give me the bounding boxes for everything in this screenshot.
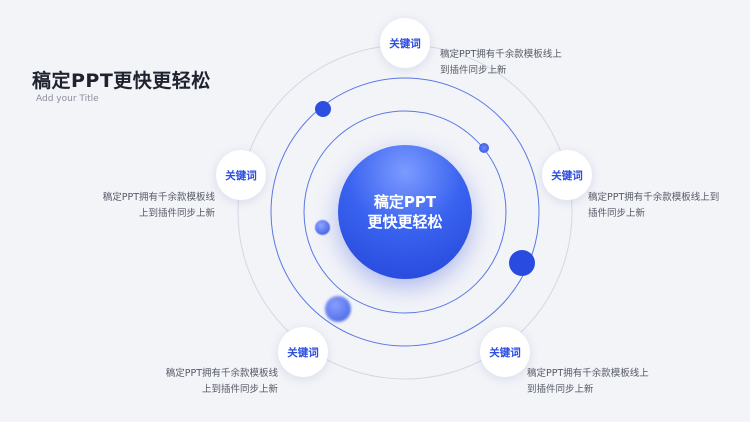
keyword-node-1: 关键词 bbox=[380, 18, 430, 68]
keyword-node-5: 关键词 bbox=[480, 327, 530, 377]
keyword-description: 稿定PPT拥有千余款模板线上到 插件同步上新 bbox=[588, 192, 720, 219]
orbit-dot bbox=[315, 101, 331, 117]
keyword-node-4: 关键词 bbox=[278, 327, 328, 377]
keyword-description: 稿定PPT拥有千余款模板线上 到插件同步上新 bbox=[527, 368, 649, 395]
center-text-line2: 更快更轻松 bbox=[367, 213, 443, 231]
center-circle: 稿定PPT 更快更轻松 bbox=[338, 145, 472, 279]
keyword-node-3: 关键词 bbox=[216, 150, 266, 200]
keyword-label: 关键词 bbox=[389, 37, 421, 50]
keyword-label: 关键词 bbox=[287, 346, 319, 359]
keyword-node-2: 关键词 bbox=[542, 150, 592, 200]
keyword-description: 稿定PPT拥有千余款模板线 上到插件同步上新 bbox=[165, 368, 278, 395]
orbit-dot bbox=[509, 250, 535, 276]
keyword-label: 关键词 bbox=[551, 169, 583, 182]
page-subtitle: Add your Title bbox=[36, 94, 99, 104]
keyword-description: 稿定PPT拥有千余款模板线 上到插件同步上新 bbox=[102, 192, 215, 219]
center-text-line1: 稿定PPT bbox=[373, 193, 437, 211]
page-title: 稿定PPT更快更轻松 bbox=[32, 70, 211, 92]
keyword-label: 关键词 bbox=[489, 346, 521, 359]
orbit-dot bbox=[479, 143, 489, 153]
inner-ring bbox=[303, 110, 507, 314]
orbit-dot bbox=[315, 220, 330, 235]
keyword-description: 稿定PPT拥有千余款模板线上 到插件同步上新 bbox=[440, 49, 562, 76]
middle-ring bbox=[270, 77, 540, 347]
keyword-label: 关键词 bbox=[225, 169, 257, 182]
orbit-dot bbox=[325, 296, 351, 322]
